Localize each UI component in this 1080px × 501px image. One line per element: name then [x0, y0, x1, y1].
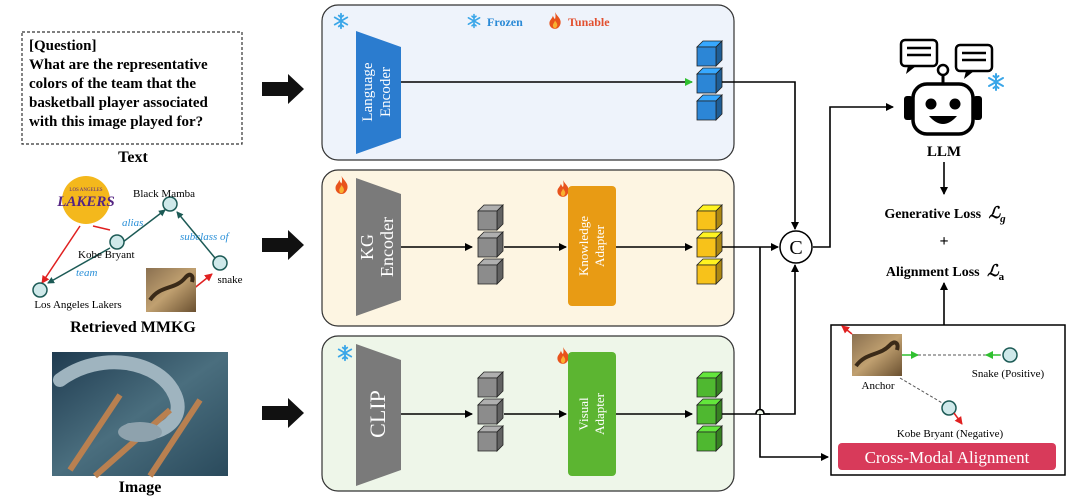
kg-edge-subclass: subclass of [180, 231, 231, 243]
question-line-4: with this image played for? [29, 114, 203, 130]
question-box: [Question] What are the representative c… [21, 31, 243, 145]
input-arrow-image [262, 398, 304, 428]
positive-label: Snake (Positive) [972, 368, 1045, 380]
mmkg-graph: LOS ANGELES LAKERS Black Mamba Kobe Brya… [32, 176, 243, 312]
kg-label-kobe: Kobe Bryant [78, 249, 135, 261]
positive-node [1002, 347, 1018, 363]
knowledge-adapter-label-2: Adapter [592, 224, 607, 267]
language-encoder-label-1: Language [360, 62, 376, 121]
edge-kobe-to-mamba [122, 209, 166, 243]
generative-loss-label: Generative Loss [884, 207, 981, 222]
caption-image: Image [119, 479, 162, 496]
alignment-loss: Alignment Loss ℒa [886, 263, 1005, 283]
alignment-loss-subscript: a [999, 271, 1005, 283]
flow-arrows [401, 78, 948, 461]
node-snake [212, 255, 228, 271]
generative-loss-subscript: g [999, 213, 1006, 225]
anchor-red-arrow [841, 325, 853, 335]
negative-red-arrow [953, 412, 963, 425]
clip-feature-stack-cube-3-front [477, 431, 498, 452]
feature-cubes [477, 40, 723, 452]
cross-modal-alignment-label: Cross-Modal Alignment [865, 448, 1030, 467]
knowledge-feature-stack-cube-1-front [696, 210, 717, 231]
kg-encoder-label-2: Encoder [377, 217, 397, 277]
lakers-logo: LOS ANGELES LAKERS [56, 176, 115, 224]
kg-feature-stack-cube-2-front [477, 237, 498, 258]
language-encoder [356, 31, 401, 154]
language-feature-stack-cube-3-front [696, 100, 717, 121]
concat-node [779, 230, 813, 264]
kg-label-lakers: Los Angeles Lakers [34, 299, 121, 311]
edge-snake-to-mamba [176, 211, 216, 259]
visual-feature-stack-cube-3-front [696, 431, 717, 452]
node-lakers [32, 282, 48, 298]
generative-loss: Generative Loss ℒg [884, 205, 1006, 225]
kg-encoder [356, 178, 401, 316]
caption-text: Text [118, 149, 148, 166]
kg-feature-stack-cube-1-front [477, 210, 498, 231]
lakers-logo-text: LAKERS [56, 194, 115, 210]
visual-feature-stack-cube-1-front [696, 377, 717, 398]
llm-label: LLM [927, 144, 961, 160]
visual-adapter [568, 352, 616, 476]
language-feature-stack-cube-1-front [696, 46, 717, 67]
crossing-hop [755, 408, 765, 415]
caption-mmkg: Retrieved MMKG [70, 319, 196, 336]
panel-kg [321, 169, 735, 327]
negative-node [941, 400, 957, 416]
question-header: [Question] [29, 38, 97, 54]
input-arrow-text [262, 74, 304, 104]
kg-label-black-mamba: Black Mamba [133, 188, 195, 200]
question-line-1: What are the representative [29, 57, 208, 73]
loss-plus: + [939, 233, 948, 250]
kg-encoder-label-1: KG [357, 234, 377, 260]
knowledge-feature-stack-cube-3-front [696, 264, 717, 285]
input-arrow-kg [262, 230, 304, 260]
edge-logo-to-lakers [41, 225, 81, 284]
negative-label: Kobe Bryant (Negative) [897, 428, 1004, 440]
generative-loss-symbol: ℒ [989, 205, 1002, 222]
edge-kobe-to-lakers [47, 247, 111, 284]
legend-tunable: Tunable [568, 15, 610, 29]
knowledge-feature-stack-cube-2-front [696, 237, 717, 258]
alignment-loss-symbol: ℒ [987, 263, 1000, 280]
clip-feature-stack-cube-2-front [477, 404, 498, 425]
llm-robot-icon [899, 38, 994, 136]
negative-dashed-link [899, 377, 945, 405]
visual-feature-stack-cube-2-front [696, 404, 717, 425]
llm-frozen-icon [988, 73, 1004, 91]
alignment-loss-label: Alignment Loss [886, 265, 980, 280]
edge-kobe-photo-link [92, 225, 111, 231]
kg-edge-alias: alias [122, 217, 143, 229]
kg-feature-stack-cube-3-front [477, 264, 498, 285]
node-black-mamba [162, 196, 178, 212]
node-kobe [109, 234, 125, 250]
knowledge-adapter-label-1: Knowledge [576, 216, 591, 276]
knowledge-adapter [568, 186, 616, 306]
clip-label: CLIP [365, 390, 390, 438]
cross-modal-alignment-button [838, 443, 1056, 470]
visual-adapter-label-1: Visual [576, 397, 591, 431]
kg-label-snake: snake [217, 274, 242, 286]
anchor-label: Anchor [862, 380, 895, 392]
concat-label: C [789, 237, 802, 259]
language-feature-stack-cube-2-front [696, 73, 717, 94]
kg-edge-team: team [76, 267, 97, 279]
lakers-logo-top: LOS ANGELES [69, 188, 102, 193]
legend-frozen: Frozen [487, 15, 523, 29]
visual-adapter-label-2: Adapter [592, 392, 607, 435]
clip-encoder [356, 344, 401, 486]
clip-feature-stack-cube-1-front [477, 377, 498, 398]
input-snake-image [52, 352, 228, 479]
question-line-2: colors of the team that the [29, 76, 196, 92]
question-line-3: basketball player associated [29, 95, 209, 111]
language-encoder-label-2: Encoder [378, 67, 394, 117]
